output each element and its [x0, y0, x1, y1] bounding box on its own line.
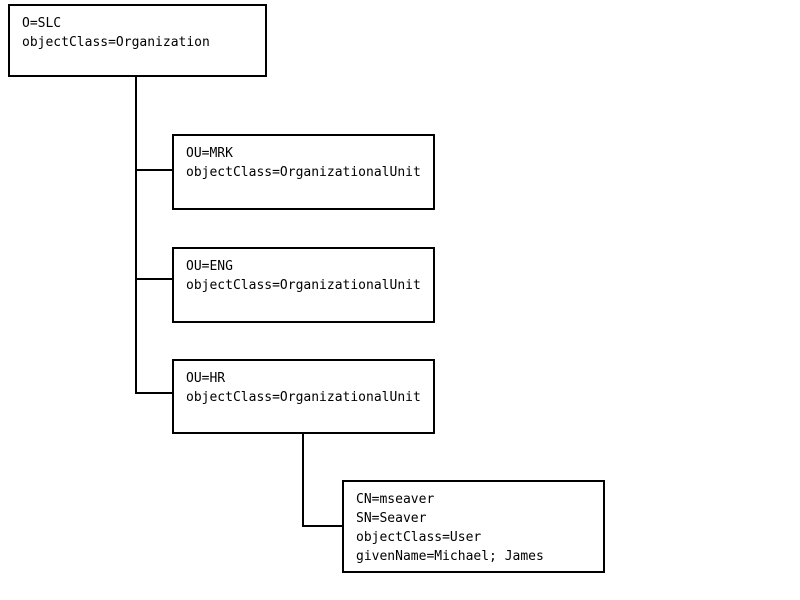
node-attribute-objectclass: objectClass=Organization	[22, 35, 210, 50]
node-ou-mrk: OU=MRK objectClass=OrganizationalUnit	[172, 134, 435, 210]
connector-hr-user-vertical	[302, 434, 304, 527]
node-attribute-objectclass: objectClass=OrganizationalUnit	[186, 278, 421, 293]
connector-branch-hr	[135, 392, 173, 394]
node-attribute-cn: CN=mseaver	[356, 492, 435, 507]
node-attribute-dn: OU=MRK	[186, 146, 233, 161]
node-ou-hr: OU=HR objectClass=OrganizationalUnit	[172, 359, 435, 434]
node-user-mseaver: CN=mseaver SN=Seaver objectClass=User gi…	[342, 480, 605, 573]
node-attribute-givenname: givenName=Michael; James	[356, 549, 544, 564]
node-attribute-dn: O=SLC	[22, 16, 62, 31]
connector-hr-user-horizontal	[302, 525, 343, 527]
node-organization: O=SLC objectClass=Organization	[8, 4, 267, 77]
node-attribute-sn: SN=Seaver	[356, 511, 427, 526]
node-ou-eng: OU=ENG objectClass=OrganizationalUnit	[172, 247, 435, 323]
connector-branch-mrk	[135, 169, 173, 171]
node-attribute-objectclass: objectClass=OrganizationalUnit	[186, 165, 421, 180]
connector-trunk-vertical	[135, 77, 137, 394]
node-attribute-dn: OU=HR	[186, 371, 226, 386]
node-attribute-dn: OU=ENG	[186, 259, 233, 274]
node-attribute-objectclass: objectClass=OrganizationalUnit	[186, 390, 421, 405]
connector-branch-eng	[135, 278, 173, 280]
node-attribute-objectclass: objectClass=User	[356, 530, 482, 545]
